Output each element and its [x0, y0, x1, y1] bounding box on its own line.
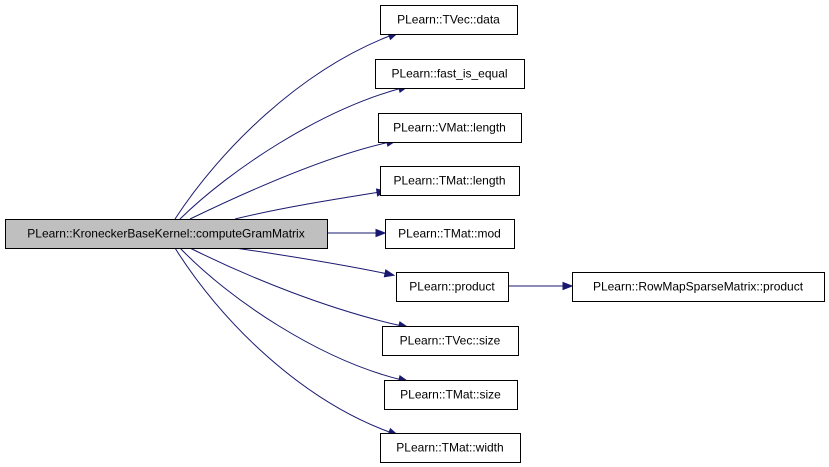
- node-label: PLearn::TMat::mod: [398, 227, 501, 241]
- edge-line: [234, 247, 389, 275]
- node-box: [5, 219, 328, 249]
- node-box: [378, 113, 522, 143]
- edge-line: [179, 247, 403, 381]
- edge-root-to-tvec_data: [174, 32, 399, 220]
- node-root[interactable]: PLearn::KroneckerBaseKernel::computeGram…: [5, 219, 328, 249]
- arrowhead-icon: [383, 269, 396, 278]
- edge-line: [179, 87, 403, 220]
- edge-product-to-rowmap_product: [507, 281, 574, 291]
- node-label: PLearn::KroneckerBaseKernel::computeGram…: [27, 227, 304, 241]
- edge-line: [189, 141, 391, 220]
- node-tvec-size[interactable]: PLearn::TVec::size: [382, 326, 519, 356]
- arrowhead-icon: [562, 281, 574, 291]
- edge-line: [174, 34, 393, 220]
- edge-root-to-tmat_width: [174, 247, 399, 436]
- node-tmat-width[interactable]: PLearn::TMat::width: [380, 433, 521, 463]
- node-box: [384, 380, 518, 410]
- node-fast-is-equal[interactable]: PLearn::fast_is_equal: [375, 59, 525, 89]
- edge-root-to-product: [234, 247, 396, 278]
- edge-root-to-tmat_length: [234, 188, 388, 220]
- node-box: [385, 219, 515, 249]
- node-tmat-size[interactable]: PLearn::TMat::size: [384, 380, 518, 410]
- edge-root-to-tmat_size: [179, 247, 410, 384]
- node-label: PLearn::fast_is_equal: [391, 67, 507, 81]
- node-box: [382, 326, 519, 356]
- edge-line: [189, 247, 403, 327]
- node-label: PLearn::TMat::length: [393, 174, 505, 188]
- node-tmat-length[interactable]: PLearn::TMat::length: [380, 166, 520, 196]
- node-label: PLearn::VMat::length: [393, 121, 506, 135]
- edge-root-to-tmat_mod: [327, 228, 387, 238]
- node-box: [396, 272, 509, 302]
- edge-line: [234, 191, 381, 220]
- node-label: PLearn::TMat::width: [396, 441, 503, 455]
- node-product[interactable]: PLearn::product: [396, 272, 509, 302]
- node-vmat-length[interactable]: PLearn::VMat::length: [378, 113, 522, 143]
- nodes-layer: PLearn::KroneckerBaseKernel::computeGram…: [5, 5, 825, 463]
- node-label: PLearn::product: [409, 280, 495, 294]
- edge-line: [174, 247, 393, 434]
- node-box: [572, 272, 825, 302]
- node-label: PLearn::TVec::data: [397, 13, 500, 27]
- node-box: [380, 166, 520, 196]
- arrowhead-icon: [375, 228, 387, 238]
- node-label: PLearn::TVec::size: [400, 334, 501, 348]
- node-box: [380, 433, 521, 463]
- node-tvec-data[interactable]: PLearn::TVec::data: [380, 5, 518, 35]
- edge-root-to-fast_is_equal: [179, 84, 410, 220]
- node-box: [375, 59, 525, 89]
- node-rowmap-product[interactable]: PLearn::RowMapSparseMatrix::product: [572, 272, 825, 302]
- node-box: [380, 5, 518, 35]
- edge-root-to-tvec_size: [189, 247, 410, 330]
- node-label: PLearn::RowMapSparseMatrix::product: [593, 280, 804, 294]
- node-label: PLearn::TMat::size: [400, 388, 501, 402]
- node-tmat-mod[interactable]: PLearn::TMat::mod: [385, 219, 515, 249]
